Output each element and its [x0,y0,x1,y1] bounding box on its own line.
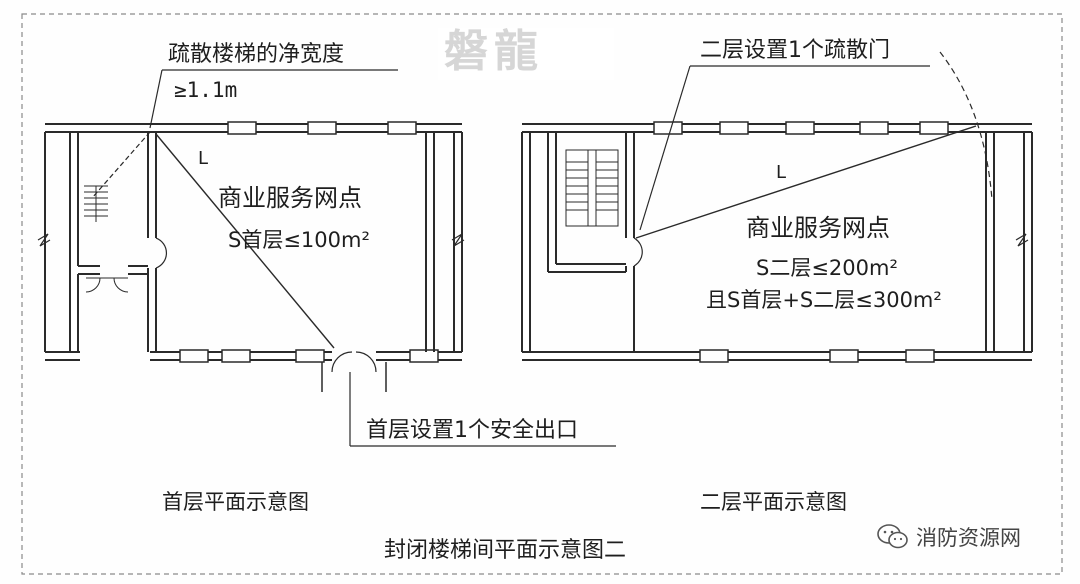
left-distance-label: L [198,148,209,169]
door-annotation: 二层设置1个疏散门 [700,38,890,63]
figure-frame [21,13,1063,575]
second-floor-plan [521,51,1033,363]
first-floor-plan [37,69,616,447]
source-logo: 消防资源网 [876,522,1021,552]
left-room-name: 商业服务网点 [218,184,362,212]
stair-width-annotation-line2: ≥1.1m [174,78,238,102]
source-logo-text: 消防资源网 [916,526,1021,550]
right-room-name: 商业服务网点 [746,214,890,242]
right-plan-caption: 二层平面示意图 [700,490,847,514]
right-area-limit-2: 且S首层+S二层≤300m² [706,288,942,312]
figure-title: 封闭楼梯间平面示意图二 [384,538,627,563]
right-area-limit-1: S二层≤200m² [756,256,898,280]
watermark: 磐龍 [444,26,544,77]
exit-annotation: 首层设置1个安全出口 [366,418,578,443]
left-area-limit: S首层≤100m² [228,228,370,252]
right-distance-label: L [776,162,787,183]
left-plan-caption: 首层平面示意图 [162,490,309,514]
stair-width-annotation-line1: 疏散楼梯的净宽度 [168,42,345,67]
wechat-icon [877,524,908,549]
